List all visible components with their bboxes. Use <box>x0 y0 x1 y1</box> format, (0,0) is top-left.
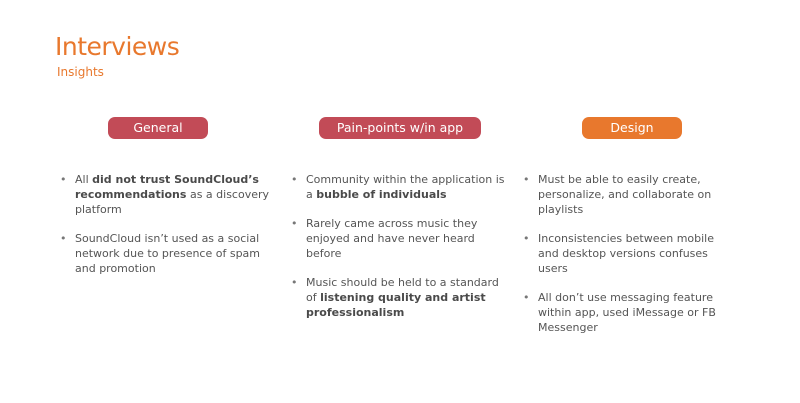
item-text-end: as a discovery platform <box>75 188 270 216</box>
list-item: • Music should be held to a standard of l… <box>291 275 511 320</box>
bullet-icon: • <box>523 173 530 186</box>
item-text: All <box>75 173 93 186</box>
item-emphasis: did not trust SoundCloud’s recommendatio… <box>75 173 259 201</box>
bullet-icon: • <box>291 173 298 186</box>
item-emphasis: bubble of individuals <box>316 188 447 201</box>
bullet-icon: • <box>60 173 67 186</box>
item-text: All don’t use messaging feature within a… <box>538 291 716 334</box>
column-heading-pain-points: Pain-points w/in app <box>319 117 481 139</box>
list-item: • Community within the application is a b… <box>291 172 511 202</box>
item-emphasis: listening quality and artist professiona… <box>306 291 486 319</box>
item-text: Inconsistencies between mobile and deskt… <box>538 232 715 275</box>
item-text: Rarely came across music they enjoyed an… <box>306 217 478 260</box>
item-text: Community within the application is a <box>306 173 505 201</box>
column-heading-design: Design <box>582 117 682 139</box>
bullet-icon: • <box>291 217 298 230</box>
bullet-icon: • <box>523 291 530 304</box>
bullet-icon: • <box>60 232 67 245</box>
bullet-icon: • <box>291 276 298 289</box>
pain-points-list: • Community within the application is a b… <box>291 172 511 334</box>
page-title: Interviews <box>55 32 180 61</box>
page-subtitle: Insights <box>57 65 104 79</box>
item-text: SoundCloud isn’t used as a social networ… <box>75 232 261 275</box>
list-item: • SoundCloud isn’t used as a social netwo… <box>60 231 275 276</box>
bullet-icon: • <box>523 232 530 245</box>
column-heading-general: General <box>108 117 208 139</box>
list-item: • Must be able to easily create, personal… <box>523 172 738 217</box>
design-insights-list: • Must be able to easily create, personal… <box>523 172 738 349</box>
list-item: • All don’t use messaging feature within … <box>523 290 738 335</box>
list-item: • All did not trust SoundCloud’s recommen… <box>60 172 275 217</box>
list-item: • Rarely came across music they enjoyed a… <box>291 216 511 261</box>
item-text: Music should be held to a standard of <box>306 276 499 304</box>
general-insights-list: • All did not trust SoundCloud’s recommen… <box>60 172 275 290</box>
list-item: • Inconsistencies between mobile and desk… <box>523 231 738 276</box>
item-text: Must be able to easily create, personali… <box>538 173 712 216</box>
